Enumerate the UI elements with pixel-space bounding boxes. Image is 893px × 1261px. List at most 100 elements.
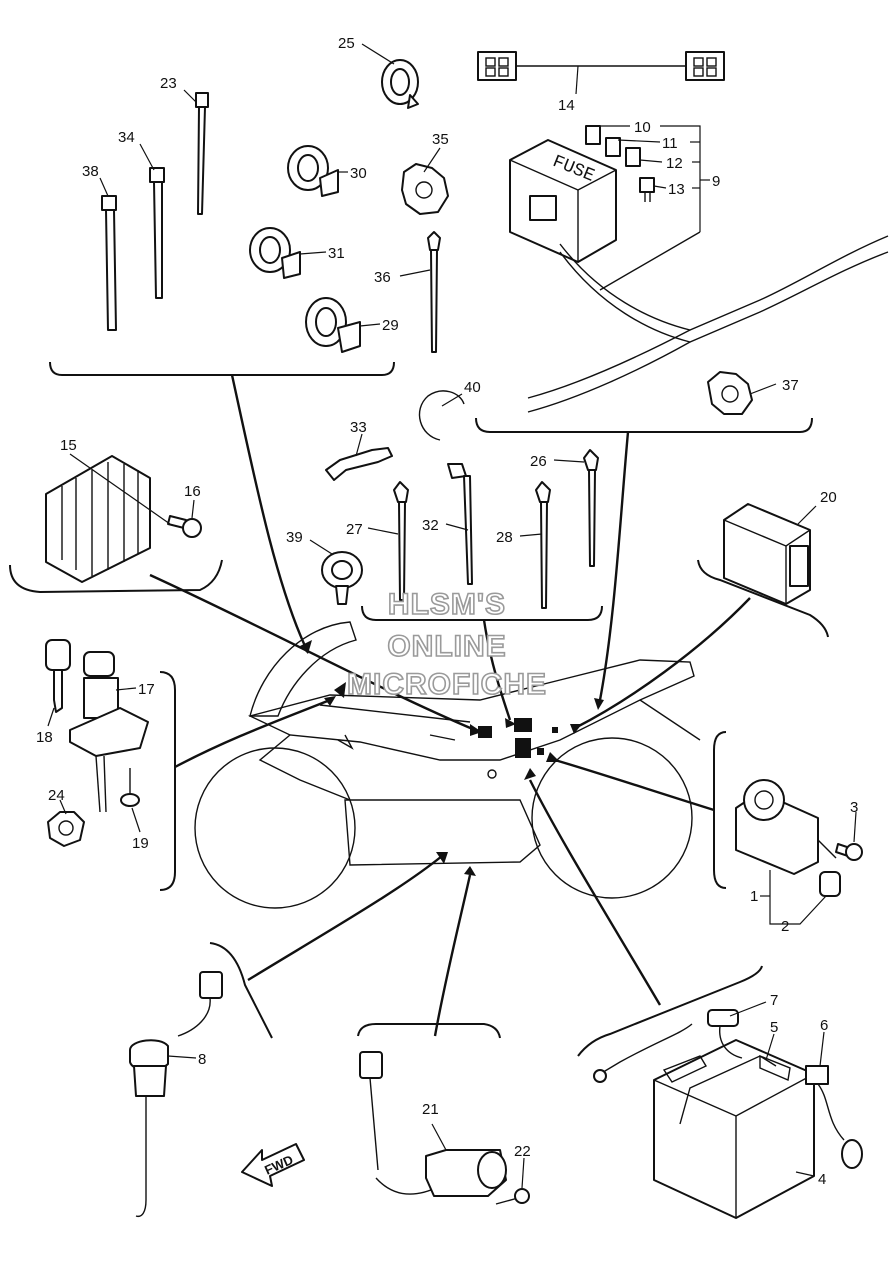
callout-32: 32 (422, 517, 439, 534)
clamp-31 (249, 227, 301, 279)
starter-relay-1 (735, 779, 837, 875)
clamp-39 (321, 551, 363, 605)
callout-24: 24 (48, 787, 65, 804)
callout-39: 39 (286, 529, 303, 546)
callout-40: 40 (464, 379, 481, 396)
cable-tie-28 (535, 481, 551, 609)
bolt-16 (167, 515, 202, 538)
callout-36: 36 (374, 269, 391, 286)
screw-19 (120, 768, 140, 807)
fuse-10 (585, 125, 601, 145)
wire-harness-14 (477, 51, 725, 81)
callout-2: 2 (781, 918, 789, 935)
arrow-neutral (247, 855, 443, 982)
callout-3: 3 (850, 799, 858, 816)
clamp-24 (47, 811, 85, 847)
arrow-fuse-group (598, 431, 630, 701)
fuse-holder-7 (593, 1009, 743, 1083)
location-arrows (149, 374, 751, 1037)
arrow-regulator (149, 573, 476, 732)
callout-labels: 1 2 3 4 5 6 7 8 9 10 11 12 13 14 15 16 1… (36, 35, 858, 1188)
callout-25: 25 (338, 35, 355, 52)
callout-11: 11 (662, 135, 678, 152)
forward-label: FWD (262, 1152, 295, 1178)
arrow-switch (433, 874, 472, 1037)
callout-19: 19 (132, 835, 149, 852)
main-switch-17 (69, 651, 149, 813)
forward-arrow: FWD (241, 1143, 305, 1187)
callout-7: 7 (770, 992, 778, 1009)
band-5 (679, 1055, 777, 1125)
arrow-ties (482, 619, 512, 721)
fuse-12 (625, 147, 641, 167)
key-18 (45, 639, 71, 713)
cap-2 (819, 871, 841, 897)
callout-12: 12 (666, 155, 683, 172)
cable-tie-32 (447, 463, 473, 585)
callout-9: 9 (712, 173, 720, 190)
clamp-30 (287, 145, 339, 197)
callout-8: 8 (198, 1051, 206, 1068)
callout-28: 28 (496, 529, 513, 546)
fuse-11 (605, 137, 621, 157)
fuse-box: FUSE (509, 139, 617, 263)
callout-30: 30 (350, 165, 367, 182)
cable-tie-36 (427, 231, 441, 353)
cable-tie-27 (393, 481, 409, 601)
main-harness (527, 231, 889, 413)
callout-4: 4 (818, 1171, 826, 1188)
motorcycle-silhouette (194, 621, 701, 909)
callout-18: 18 (36, 729, 53, 746)
callout-31: 31 (328, 245, 345, 262)
neutral-switch-8 (129, 971, 223, 1218)
bolt-3 (835, 843, 863, 861)
leader-lines (47, 43, 857, 1189)
clamp-37 (707, 371, 753, 415)
callout-34: 34 (118, 129, 135, 146)
group-brackets (9, 361, 829, 1057)
watermark: HLSM'S ONLINE MICROFICHE (346, 587, 547, 702)
callout-38: 38 (82, 163, 99, 180)
watermark-line-2: ONLINE (387, 630, 506, 663)
bracket-33 (325, 447, 393, 481)
rectifier-regulator-15 (45, 455, 151, 583)
clamp-29 (305, 297, 361, 353)
callout-15: 15 (60, 437, 77, 454)
cable-tie-38 (101, 195, 117, 331)
arrow-battery (528, 779, 662, 1006)
arrow-ignition (174, 698, 331, 769)
watermark-line-1: HLSM'S (388, 588, 506, 621)
callout-5: 5 (770, 1019, 778, 1036)
callout-37: 37 (782, 377, 799, 394)
callout-27: 27 (346, 521, 363, 538)
relay-20 (723, 503, 811, 605)
callout-20: 20 (820, 489, 837, 506)
callout-1: 1 (750, 888, 758, 905)
callout-13: 13 (668, 181, 685, 198)
cable-tie-26 (583, 449, 599, 567)
callout-29: 29 (382, 317, 399, 334)
callout-23: 23 (160, 75, 177, 92)
screw-22 (495, 1188, 530, 1205)
cable-tie-34 (149, 167, 165, 299)
clamp-35 (401, 163, 449, 215)
circlip-40 (418, 390, 465, 441)
arrow-left-group (230, 374, 307, 647)
callout-21: 21 (422, 1101, 439, 1118)
callout-17: 17 (138, 681, 155, 698)
cable-tie-23 (195, 92, 209, 215)
switch-21 (359, 1051, 507, 1197)
callout-16: 16 (184, 483, 201, 500)
callout-6: 6 (820, 1017, 828, 1034)
cable-6 (805, 1065, 863, 1169)
callout-10: 10 (634, 119, 651, 136)
watermark-line-3: MICROFICHE (347, 668, 547, 701)
clamp-25 (381, 59, 419, 109)
callout-35: 35 (432, 131, 449, 148)
callout-26: 26 (530, 453, 547, 470)
battery-4 (653, 1039, 815, 1219)
arrow-relay (574, 597, 751, 730)
callout-22: 22 (514, 1143, 531, 1160)
callout-14: 14 (558, 97, 575, 114)
